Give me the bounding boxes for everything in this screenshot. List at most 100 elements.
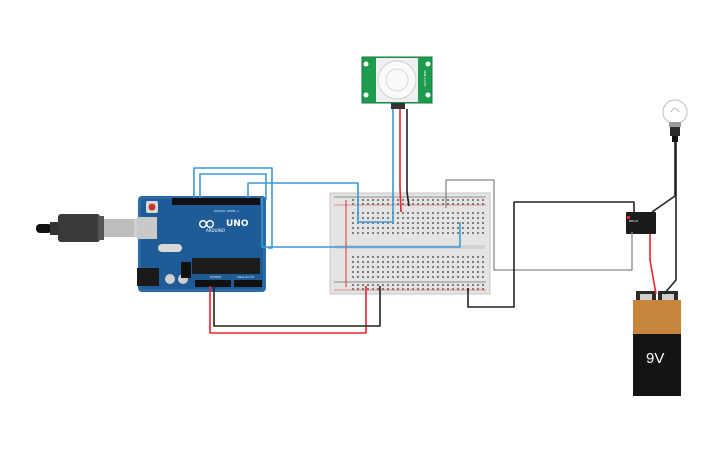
breadboard-hole bbox=[372, 232, 374, 234]
breadboard-hole bbox=[382, 227, 384, 229]
breadboard-hole bbox=[407, 232, 409, 234]
breadboard-hole bbox=[447, 227, 449, 229]
breadboard-hole bbox=[447, 222, 449, 224]
breadboard-hole bbox=[457, 256, 459, 258]
breadboard-hole bbox=[462, 288, 464, 290]
breadboard-hole bbox=[437, 199, 439, 201]
breadboard-hole bbox=[412, 271, 414, 273]
breadboard-hole bbox=[387, 203, 389, 205]
breadboard-hole bbox=[467, 276, 469, 278]
breadboard-hole bbox=[427, 288, 429, 290]
breadboard-hole bbox=[377, 276, 379, 278]
breadboard-hole bbox=[392, 266, 394, 268]
breadboard-hole bbox=[437, 212, 439, 214]
breadboard-hole bbox=[402, 256, 404, 258]
breadboard-hole bbox=[407, 261, 409, 263]
breadboard-hole bbox=[442, 271, 444, 273]
breadboard-hole bbox=[422, 227, 424, 229]
breadboard-hole bbox=[392, 284, 394, 286]
breadboard-hole bbox=[432, 217, 434, 219]
breadboard-hole bbox=[462, 212, 464, 214]
breadboard-hole bbox=[397, 199, 399, 201]
breadboard-hole bbox=[357, 276, 359, 278]
breadboard-hole bbox=[467, 232, 469, 234]
breadboard-hole bbox=[357, 261, 359, 263]
breadboard-hole bbox=[457, 222, 459, 224]
relay-label: RELAY bbox=[629, 219, 639, 223]
breadboard-hole bbox=[427, 222, 429, 224]
breadboard-hole bbox=[457, 232, 459, 234]
breadboard-hole bbox=[412, 276, 414, 278]
breadboard-hole bbox=[457, 203, 459, 205]
breadboard-hole bbox=[422, 256, 424, 258]
breadboard-hole bbox=[477, 261, 479, 263]
breadboard-hole bbox=[427, 212, 429, 214]
relay-module: RELAY bbox=[626, 212, 656, 234]
breadboard-hole bbox=[467, 227, 469, 229]
breadboard-hole bbox=[442, 199, 444, 201]
breadboard-hole bbox=[417, 266, 419, 268]
breadboard-hole bbox=[437, 227, 439, 229]
breadboard-hole bbox=[367, 266, 369, 268]
breadboard-hole bbox=[352, 227, 354, 229]
breadboard-hole bbox=[372, 199, 374, 201]
breadboard-hole bbox=[427, 276, 429, 278]
wire-pir-gnd bbox=[406, 109, 410, 207]
breadboard-hole bbox=[367, 227, 369, 229]
breadboard-hole bbox=[382, 276, 384, 278]
breadboard-hole bbox=[412, 284, 414, 286]
breadboard-hole bbox=[387, 212, 389, 214]
breadboard-hole bbox=[472, 276, 474, 278]
breadboard-hole bbox=[367, 203, 369, 205]
breadboard-hole bbox=[427, 261, 429, 263]
breadboard-hole bbox=[452, 256, 454, 258]
breadboard-hole bbox=[362, 261, 364, 263]
breadboard-hole bbox=[427, 232, 429, 234]
breadboard-hole bbox=[427, 266, 429, 268]
breadboard-hole bbox=[352, 271, 354, 273]
breadboard-hole bbox=[387, 222, 389, 224]
breadboard-hole bbox=[352, 276, 354, 278]
breadboard-hole bbox=[457, 266, 459, 268]
breadboard-hole bbox=[467, 199, 469, 201]
breadboard-hole bbox=[437, 288, 439, 290]
breadboard-hole bbox=[362, 203, 364, 205]
breadboard-hole bbox=[472, 212, 474, 214]
breadboard-hole bbox=[467, 261, 469, 263]
wire-signal-d bbox=[261, 198, 461, 248]
breadboard-hole bbox=[442, 217, 444, 219]
wire-signal-a bbox=[193, 167, 273, 249]
breadboard-hole bbox=[482, 261, 484, 263]
breadboard-hole bbox=[427, 203, 429, 205]
breadboard-hole bbox=[382, 266, 384, 268]
breadboard-hole bbox=[372, 217, 374, 219]
breadboard-hole bbox=[372, 222, 374, 224]
breadboard-hole bbox=[412, 266, 414, 268]
breadboard-hole bbox=[452, 266, 454, 268]
breadboard-hole bbox=[427, 227, 429, 229]
breadboard-hole bbox=[432, 222, 434, 224]
breadboard-hole bbox=[417, 276, 419, 278]
breadboard-hole bbox=[442, 256, 444, 258]
breadboard-hole bbox=[447, 203, 449, 205]
breadboard-hole bbox=[477, 222, 479, 224]
breadboard-hole bbox=[467, 256, 469, 258]
breadboard-hole bbox=[432, 261, 434, 263]
breadboard-hole bbox=[382, 284, 384, 286]
breadboard-hole bbox=[417, 271, 419, 273]
breadboard-hole bbox=[452, 199, 454, 201]
breadboard-hole bbox=[372, 288, 374, 290]
breadboard-hole bbox=[402, 217, 404, 219]
breadboard-hole bbox=[482, 284, 484, 286]
breadboard-hole bbox=[402, 284, 404, 286]
breadboard-hole bbox=[392, 232, 394, 234]
breadboard-hole bbox=[392, 288, 394, 290]
breadboard-hole bbox=[482, 266, 484, 268]
breadboard-hole bbox=[417, 203, 419, 205]
breadboard-hole bbox=[367, 222, 369, 224]
breadboard-hole bbox=[422, 203, 424, 205]
breadboard-hole bbox=[387, 232, 389, 234]
breadboard bbox=[329, 192, 491, 295]
breadboard-hole bbox=[442, 284, 444, 286]
breadboard-hole bbox=[377, 232, 379, 234]
